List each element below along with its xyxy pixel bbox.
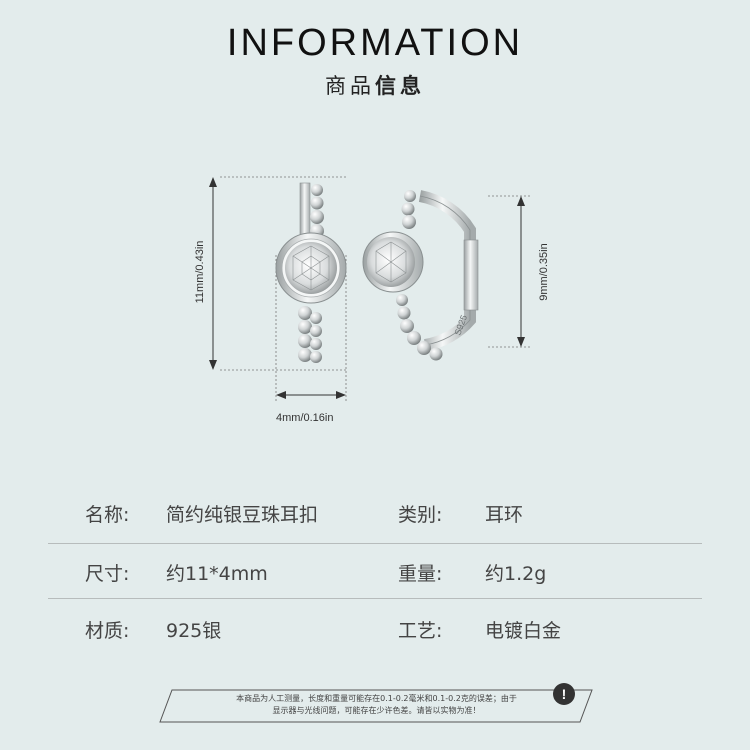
right-height-dimension <box>488 195 530 348</box>
left-height-dimension <box>209 176 348 371</box>
material-label: 材质: <box>85 620 130 642</box>
craft-value: 电镀白金 <box>485 620 562 642</box>
craft-label: 工艺: <box>398 620 443 642</box>
earring-front-view <box>275 182 347 363</box>
width-label: 4mm/0.16in <box>276 412 334 424</box>
material-value: 925银 <box>166 620 222 642</box>
spec-row-material: 材质: 925银 工艺: 电镀白金 <box>0 616 750 656</box>
page-title: INFORMATION <box>226 22 524 64</box>
notice-line-1: 本商品为人工测量，长度和重量可能存在0.1-0.2毫米和0.1-0.2克的误差；… <box>236 694 517 703</box>
name-value: 简约纯银豆珠耳扣 <box>166 504 319 526</box>
subtitle-light: 商品 <box>325 74 375 98</box>
page-subtitle: 商品信息 <box>0 70 750 100</box>
notice-line-2: 显示器与光线问题，可能存在少许色差。请皆以实物为准！ <box>272 706 481 715</box>
divider <box>48 543 702 544</box>
category-label: 类别: <box>398 504 443 526</box>
spec-row-size: 尺寸: 约11*4mm 重量: 约1.2g <box>0 559 750 599</box>
width-dimension <box>275 255 347 402</box>
size-value: 约11*4mm <box>166 563 268 585</box>
subtitle-bold: 信息 <box>375 74 425 98</box>
category-value: 耳环 <box>485 504 524 526</box>
earring-side-view: S925 <box>362 190 479 361</box>
spec-row-name: 名称: 简约纯银豆珠耳扣 类别: 耳环 <box>0 500 750 540</box>
size-label: 尺寸: <box>85 563 130 585</box>
weight-value: 约1.2g <box>485 563 547 585</box>
divider <box>48 598 702 599</box>
weight-label: 重量: <box>398 563 443 585</box>
name-label: 名称: <box>85 504 130 526</box>
exclamation-icon: ! <box>553 683 575 705</box>
disclaimer-notice: 本商品为人工测量，长度和重量可能存在0.1-0.2毫米和0.1-0.2克的误差；… <box>160 687 593 723</box>
